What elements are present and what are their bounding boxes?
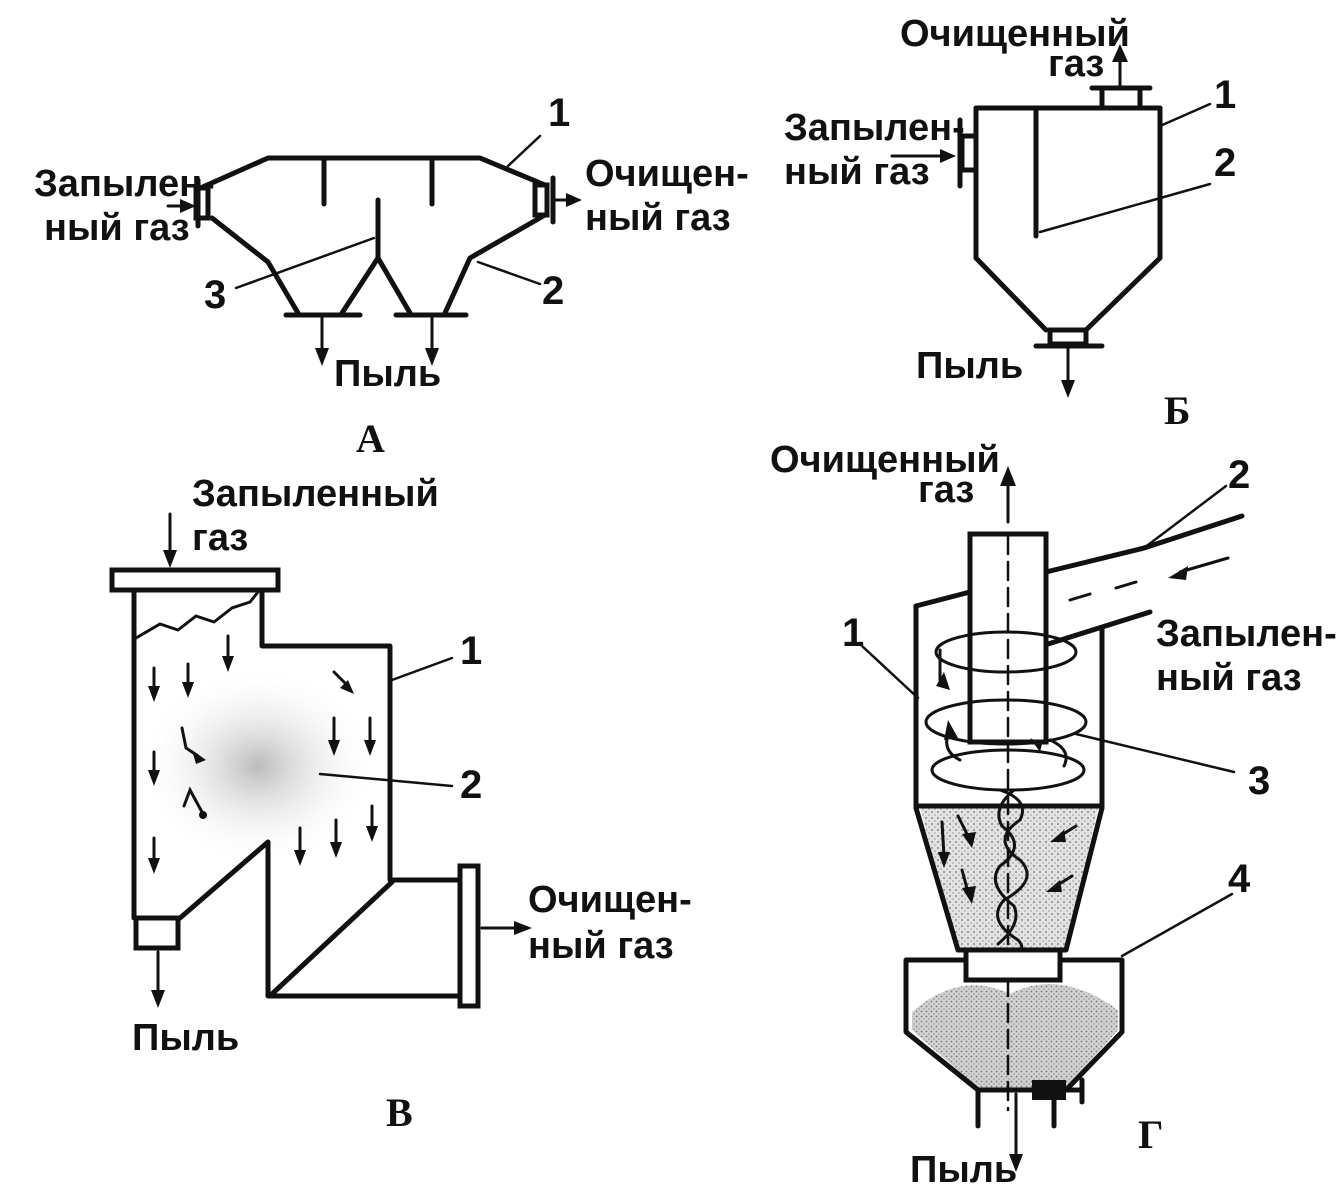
panel-a-housing [193, 155, 548, 316]
panel-a-outlet-arrow [566, 193, 582, 207]
panel-g-flow-arrows [938, 814, 1078, 904]
panel-b-dust-arrow [1061, 380, 1075, 398]
panel-v-callout-2: 2 [460, 763, 482, 807]
panel-b-caption: Б [1164, 388, 1190, 433]
panel-v-callout-1: 1 [460, 629, 482, 673]
panel-b-inlet-label: Запылен- [784, 107, 965, 149]
panel-a-caption: А [356, 416, 385, 461]
panel-b-housing [973, 105, 1163, 333]
panel-b-callout-2: 2 [1214, 141, 1236, 185]
panel-g-caption: Г [1138, 1112, 1163, 1157]
panel-g-dust-arrow [1009, 1154, 1023, 1172]
panel-g-callout-1: 1 [842, 611, 864, 655]
panel-a-callout-3: 3 [204, 273, 226, 317]
panel-a-dust-arrow [425, 348, 439, 366]
panel-g-inlet-arrow [1168, 566, 1188, 580]
panel-v-dust-label: Пыль [132, 1017, 239, 1059]
panel-b-outlet-arrow [1112, 44, 1128, 62]
panel-g-dust-label: Пыль [910, 1149, 1017, 1191]
panel-g-outlet-arrow [1000, 466, 1016, 486]
panel-v-inlet-label: Запыленный [192, 473, 439, 515]
panel-g-inlet-label: Запылен- [1156, 613, 1337, 655]
panel-v: Запыленный газ Очищен- ный газ Пыль 1 2 … [109, 473, 692, 1135]
panel-a-inlet-label: ный газ [44, 207, 190, 249]
panel-b-dust-outlet [1047, 327, 1089, 347]
panel-b: Очищенный газ Запылен- ный газ Пыль 1 2 … [784, 13, 1236, 433]
panel-v-dust-arrow [151, 990, 165, 1008]
panel-v-outlet-flange [457, 863, 481, 1009]
panel-a-outlet-label: Очищен- [585, 153, 749, 195]
panel-b-dust-label: Пыль [916, 345, 1023, 387]
panel-a-inlet-arrow [180, 199, 196, 213]
panel-v-dust-cloud [138, 666, 378, 866]
panel-g-dust-hopper [912, 984, 1118, 1088]
panel-b-outlet-label: газ [1048, 43, 1104, 85]
panel-v-inlet-label: газ [192, 517, 248, 559]
panel-v-dust-bin [133, 915, 181, 951]
panel-v-level-line [134, 590, 260, 640]
panel-g-dust-nozzle [963, 947, 1063, 983]
panel-b-inlet-arrow [940, 149, 956, 163]
panel-g-outlet-label: Очищенный [770, 439, 1000, 481]
panel-v-diagonal-wall [269, 879, 395, 997]
panel-v-inlet-arrow [163, 550, 177, 568]
panel-g-valve [1032, 1080, 1066, 1100]
panel-a: Запылен- ный газ Очищен- ный газ Пыль 1 … [34, 91, 749, 461]
panel-g-outlet-label: газ [918, 469, 974, 511]
panel-a-callout-1: 1 [548, 91, 570, 135]
panel-g-hopper [903, 957, 1125, 1093]
panel-a-callout-2: 2 [542, 269, 564, 313]
panel-v-outlet-label: ный газ [528, 925, 674, 967]
panel-b-outlet-label: Очищенный [900, 13, 1130, 55]
panel-g-callout-2: 2 [1228, 453, 1250, 497]
panel-v-outlet-label: Очищен- [528, 879, 692, 921]
panel-a-dust-arrow [315, 348, 329, 366]
panel-v-outlet-arrow [514, 921, 532, 935]
panel-g-callout-4: 4 [1228, 857, 1251, 901]
panel-v-caption: В [386, 1090, 413, 1135]
panel-b-inlet-label: ный газ [784, 151, 930, 193]
panel-v-inlet-flange [109, 567, 281, 593]
panel-g-callout-3: 3 [1248, 759, 1270, 803]
panel-a-outlet-label: ный газ [585, 197, 731, 239]
panel-g: Очищенный газ Запылен- ный газ Пыль 1 2 … [770, 439, 1337, 1191]
panel-b-outlet-pipe [1099, 85, 1143, 111]
panel-g-inlet-label: ный газ [1156, 657, 1302, 699]
panel-b-callout-1: 1 [1214, 73, 1236, 117]
panel-g-vortex [924, 630, 1088, 962]
panel-a-dust-label: Пыль [334, 353, 441, 395]
panel-v-flow-arrows [148, 634, 378, 874]
panel-a-outlet-flange [532, 182, 550, 218]
panel-a-inlet-label: Запылен- [34, 163, 215, 205]
